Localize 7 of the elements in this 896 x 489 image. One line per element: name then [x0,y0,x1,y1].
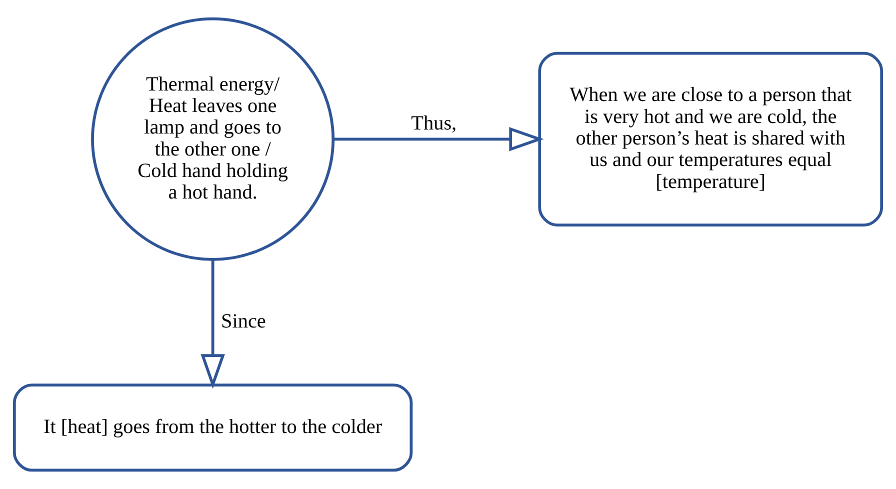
edge-label: Thus, [411,112,457,134]
node-circle: Thermal energy/ Heat leaves one lamp and goes to the other one / Cold hand holding a hot hand. [91,17,335,261]
edge-label: Since [221,310,266,333]
arrow [200,260,225,389]
arrow [333,127,544,152]
node-box: It [heat] goes from the hotter to the colder [12,384,413,472]
node-box: When we are close to a person that is very hot and we are cold, the other person’s heat is shared with us and our temperatures equal [temperature] [538,52,884,226]
